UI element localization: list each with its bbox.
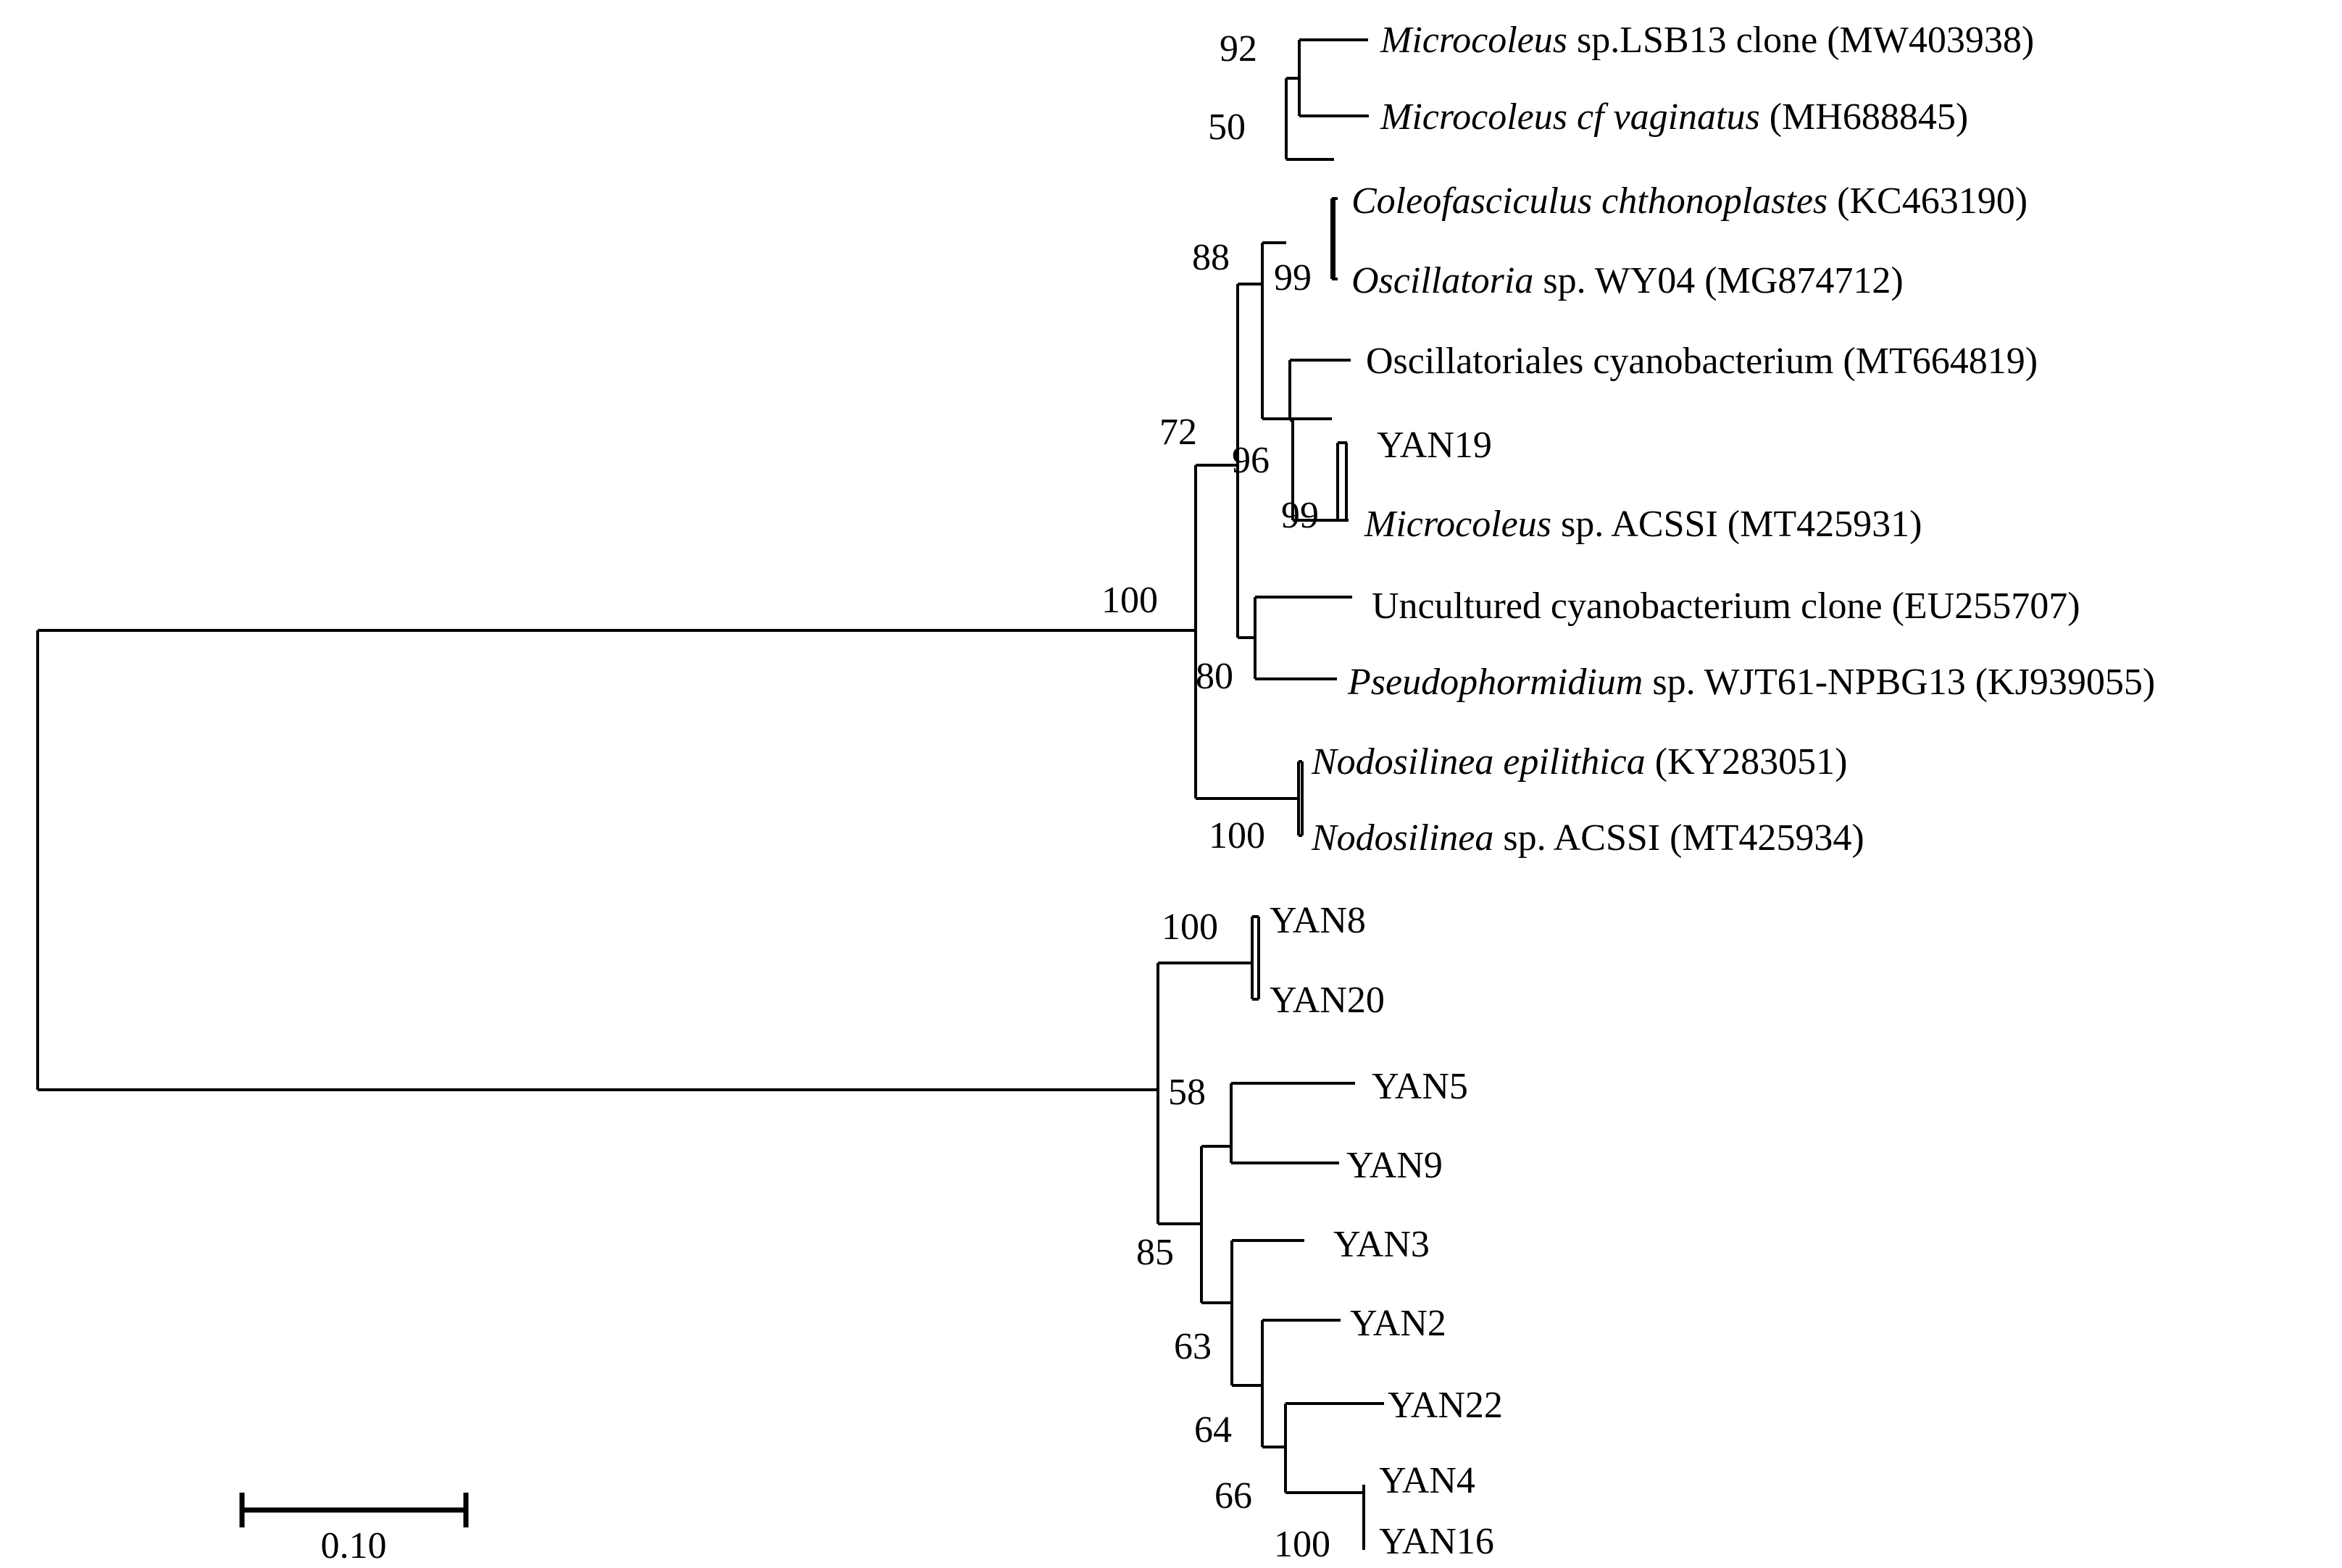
taxon-label-yan3: YAN3 [1333, 1224, 1430, 1265]
taxon-label-part: (KY283051) [1646, 741, 1848, 783]
taxon-label-part: Pseudophormidium [1347, 662, 1643, 703]
taxon-label-part: YAN16 [1379, 1521, 1494, 1562]
taxon-label-part: sp. ACSSI (MT425934) [1493, 817, 1864, 859]
taxon-label-part: YAN9 [1346, 1145, 1443, 1186]
taxon-label-part: Nodosilinea epilithica [1311, 741, 1646, 783]
taxon-label-part: sp. WJT61-NPBG13 (KJ939055) [1643, 662, 2155, 703]
bootstrap-bs-root: 100 [1101, 580, 1158, 621]
taxon-label-part: (MH688845) [1760, 96, 1968, 138]
bootstrap-bs-yan4-yan16: 100 [1274, 1524, 1330, 1565]
taxon-label-part: Nodosilinea [1311, 817, 1493, 859]
bootstrap-bs-yan2-group: 64 [1194, 1409, 1232, 1451]
bootstrap-labels: 92 50 99 88 96 99 72 100 80 100 100 58 85 63 64 66 100 [1101, 28, 1330, 1565]
taxon-label-yan22: YAN22 [1388, 1385, 1503, 1426]
scale-bar-label: 0.10 [321, 1525, 387, 1567]
taxon-label-part: sp. ACSSI (MT425931) [1551, 504, 1922, 545]
taxon-label-yan16: YAN16 [1379, 1521, 1494, 1562]
taxon-label-oscillatoriales: Oscillatoriales cyanobacterium (MT664819… [1366, 341, 2038, 382]
bootstrap-bs-oscill-yan19: 96 [1232, 440, 1270, 481]
bootstrap-bs-yan22-group: 66 [1214, 1475, 1252, 1517]
taxon-label-part: sp.LSB13 clone (MW403938) [1567, 20, 2034, 61]
taxon-label-part: YAN22 [1388, 1385, 1503, 1426]
bootstrap-bs-upper: 72 [1159, 412, 1197, 453]
taxon-label-part: YAN4 [1379, 1460, 1475, 1501]
taxon-label-part: YAN3 [1333, 1224, 1430, 1265]
scale-bar: 0.10 [239, 1493, 469, 1567]
taxon-label-part: sp. WY04 (MG874712) [1533, 260, 1903, 301]
taxon-label-pseudophormidium: Pseudophormidium sp. WJT61-NPBG13 (KJ939… [1347, 662, 2155, 703]
bootstrap-bs-microcoleus-coleo: 50 [1208, 107, 1246, 148]
bootstrap-bs-yan19-acssi: 99 [1281, 495, 1319, 536]
taxon-label-part: Microcoleus [1364, 504, 1551, 545]
taxon-label-coleofasciculus: Coleofasciculus chthonoplastes (KC463190… [1351, 180, 2028, 222]
taxon-label-yan20: YAN20 [1270, 980, 1385, 1021]
taxon-label-part: Oscillatoriales cyanobacterium (MT664819… [1366, 341, 2038, 382]
bootstrap-bs-yan3-group: 63 [1174, 1326, 1212, 1367]
scale-bar-line [239, 1493, 469, 1527]
taxon-label-microcoleus-vaginatus: Microcoleus cf vaginatus (MH688845) [1380, 96, 1968, 138]
taxon-label-yan4: YAN4 [1379, 1460, 1475, 1501]
taxon-label-part: (KC463190) [1828, 180, 2028, 222]
taxon-label-part: YAN8 [1270, 900, 1366, 941]
taxon-label-part: YAN5 [1372, 1066, 1468, 1107]
tree-branches [36, 38, 1384, 1550]
taxon-label-uncultured: Uncultured cyanobacterium clone (EU25570… [1372, 585, 2080, 627]
taxon-label-part: Oscillatoria [1351, 260, 1533, 301]
taxon-label-microcoleus-lsb13: Microcoleus sp.LSB13 clone (MW403938) [1380, 20, 2034, 61]
taxon-label-part: YAN20 [1270, 980, 1385, 1021]
taxon-label-part: Microcoleus cf vaginatus [1380, 96, 1760, 138]
taxon-label-yan5: YAN5 [1372, 1066, 1468, 1107]
bootstrap-bs-yan5-yan9: 58 [1168, 1072, 1206, 1113]
taxon-label-part: Coleofasciculus chthonoplastes [1351, 180, 1828, 222]
taxon-label-nodosilinea-epilithica: Nodosilinea epilithica (KY283051) [1311, 741, 1848, 783]
taxon-labels: Microcoleus sp.LSB13 clone (MW403938)Mic… [1270, 20, 2155, 1562]
bootstrap-bs-lower: 85 [1136, 1232, 1174, 1273]
bootstrap-bs-upper-core: 88 [1192, 237, 1230, 278]
taxon-label-part: Microcoleus [1380, 20, 1567, 61]
taxon-label-part: Uncultured cyanobacterium clone (EU25570… [1372, 585, 2080, 627]
bootstrap-bs-nodosilinea: 100 [1209, 815, 1265, 856]
taxon-label-yan19: YAN19 [1377, 425, 1492, 466]
taxon-label-nodosilinea-acssi: Nodosilinea sp. ACSSI (MT425934) [1311, 817, 1864, 859]
bootstrap-bs-uncult-pseudo: 80 [1196, 656, 1233, 697]
bootstrap-bs-yan8-yan20: 100 [1162, 906, 1218, 948]
bootstrap-bs-coleo-oscillatoria: 99 [1274, 257, 1312, 299]
taxon-label-oscillatoria-wy04: Oscillatoria sp. WY04 (MG874712) [1351, 260, 1904, 301]
taxon-label-yan2: YAN2 [1350, 1303, 1446, 1344]
taxon-label-yan9: YAN9 [1346, 1145, 1443, 1186]
bootstrap-bs-microcoleus: 92 [1220, 28, 1257, 70]
taxon-label-part: YAN2 [1350, 1303, 1446, 1344]
taxon-label-microcoleus-acssi: Microcoleus sp. ACSSI (MT425931) [1364, 504, 1922, 545]
taxon-label-yan8: YAN8 [1270, 900, 1366, 941]
taxon-label-part: YAN19 [1377, 425, 1492, 466]
